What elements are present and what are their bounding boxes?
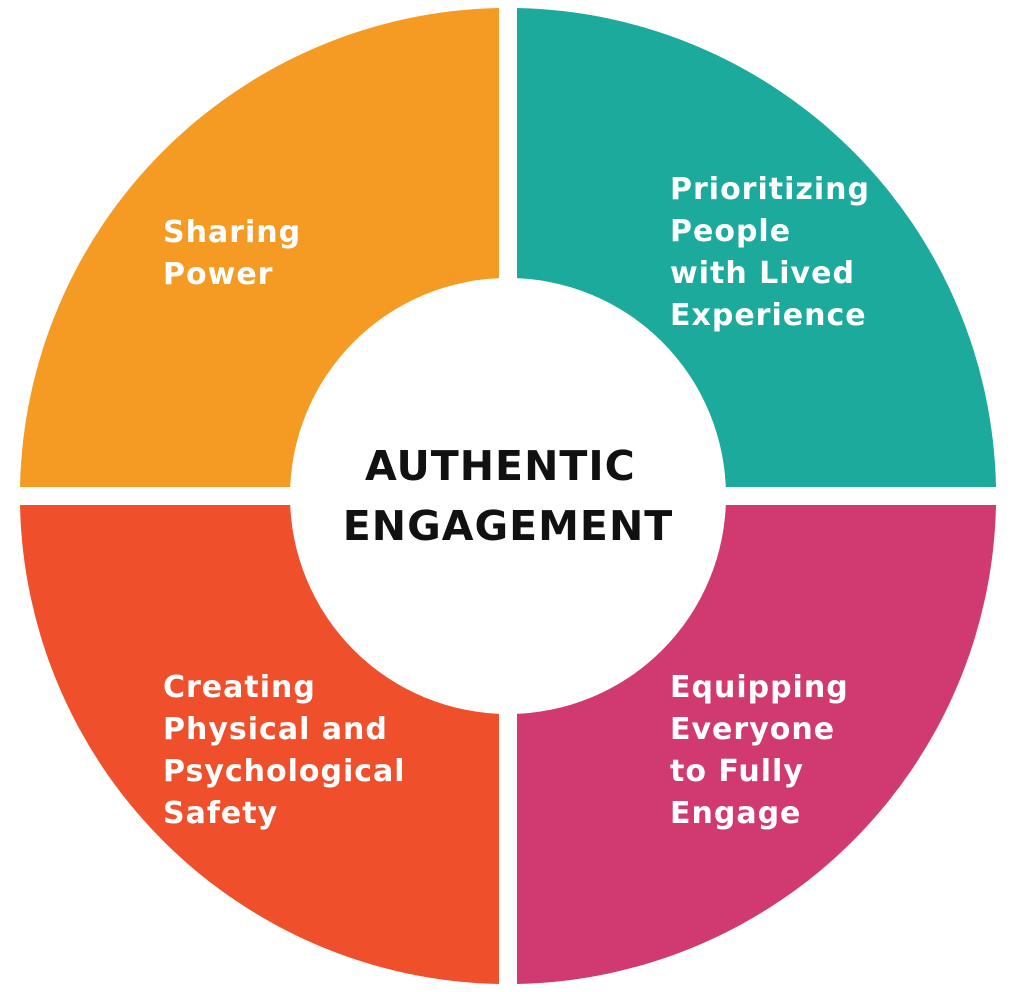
- quadrant-prioritizing-people-label: Prioritizing People with Lived Experienc…: [670, 172, 881, 333]
- center-circle: [290, 278, 726, 714]
- quadrant-equipping-everyone-label: Equipping Everyone to Fully Engage: [670, 670, 860, 831]
- quadrant-sharing-power-label: Sharing Power: [163, 215, 313, 292]
- quadrant-creating-safety-label: Creating Physical and Psychological Safe…: [163, 670, 417, 831]
- center-title: AUTHENTIC ENGAGEMENT: [343, 442, 673, 550]
